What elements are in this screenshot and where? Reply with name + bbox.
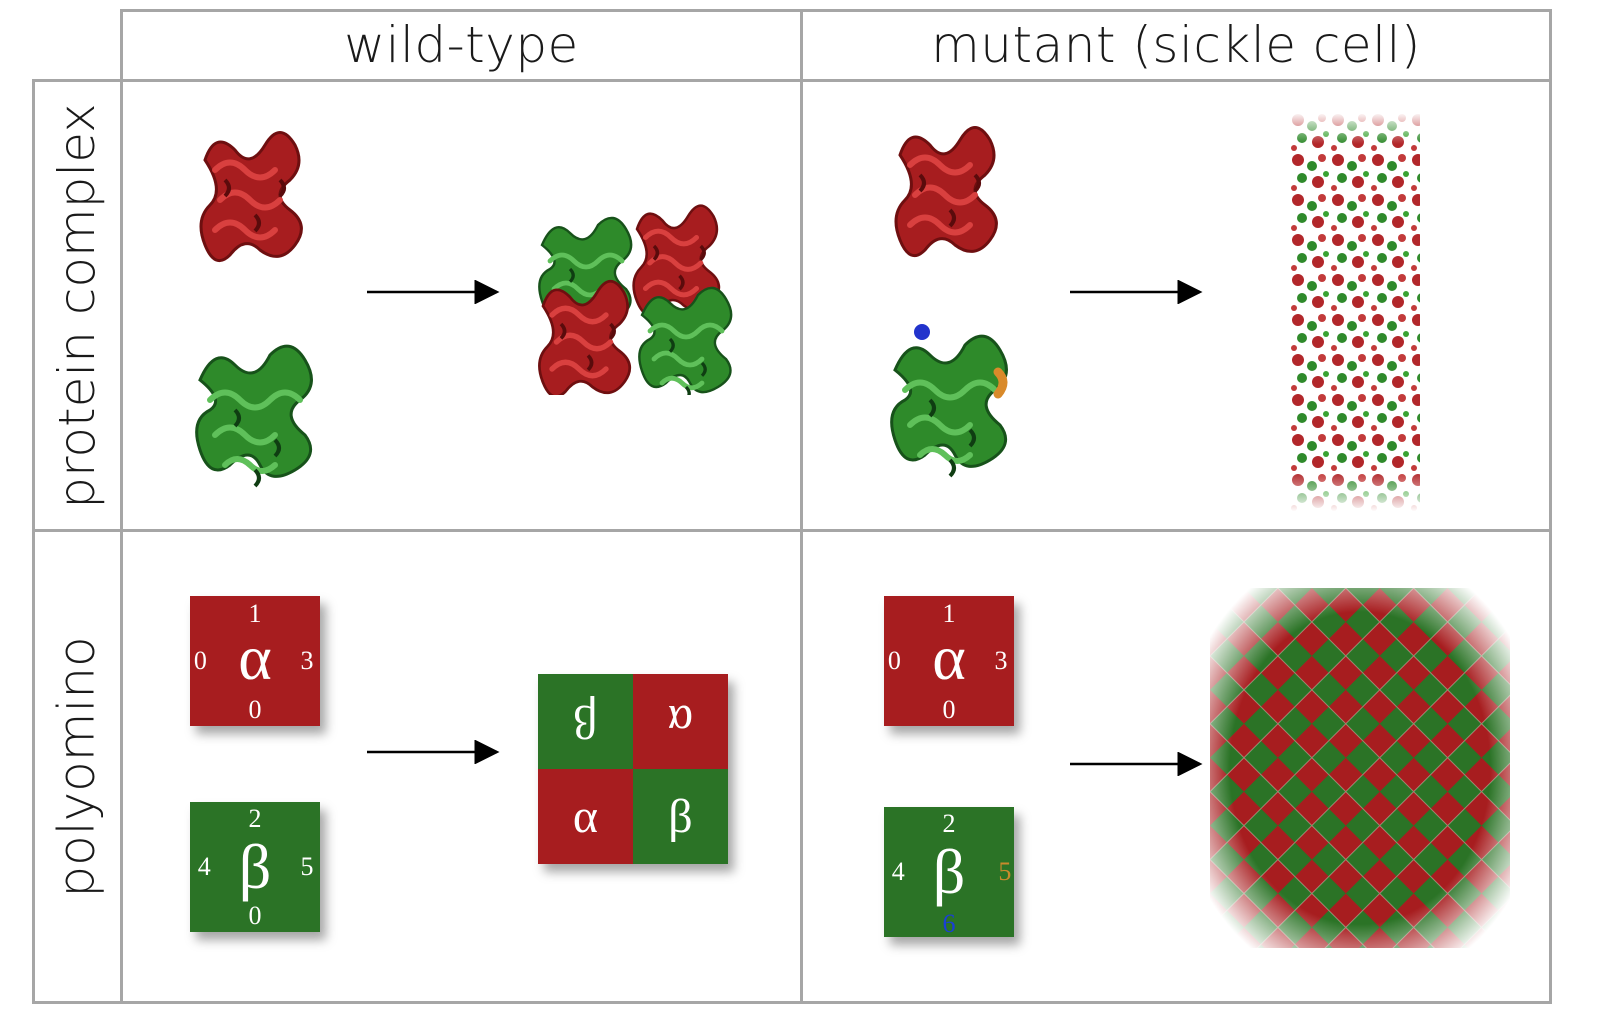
wild-type-alpha-tile: α 1 0 3 0 [190, 596, 320, 726]
grid-header-line [32, 79, 1552, 82]
wild-type-alpha-protein [175, 120, 325, 280]
tile-symbol: β [932, 836, 966, 907]
tile-label-bottom: 0 [942, 695, 956, 725]
grid-top-line [120, 9, 1552, 12]
grid-right-line [1549, 9, 1552, 1004]
wild-type-protein-tetramer [525, 195, 740, 395]
tile-label-top: 2 [942, 808, 956, 838]
row-header-polyomino: polyomino [32, 532, 122, 1001]
tile-label-bottom: 0 [248, 695, 262, 725]
complex-symbol: β [573, 695, 598, 748]
tile-label-left: 0 [193, 646, 207, 675]
column-header-mutant: mutant (sickle cell) [931, 16, 1421, 74]
grid-left-line [32, 79, 35, 1004]
complex-symbol: α [667, 695, 694, 748]
complex-symbol: α [572, 790, 599, 843]
row-label-polyomino: polyomino [48, 635, 106, 898]
mutant-beta-tile: β 2 4 5 6 [884, 807, 1014, 937]
complex-cell-bottom-left: α [538, 769, 633, 864]
tile-label-top: 1 [248, 599, 262, 629]
tile-label-top: 1 [942, 599, 956, 629]
row-header-protein-complex: protein complex [32, 82, 122, 529]
row-label-protein-complex: protein complex [48, 102, 106, 509]
complex-cell-bottom-right: β [633, 769, 728, 864]
wild-type-beta-tile: β 2 4 5 0 [190, 802, 320, 932]
tile-symbol: β [238, 831, 272, 902]
tile-symbol: α [932, 622, 966, 694]
wild-type-polyomino-arrow [367, 740, 500, 764]
grid-label-divider [120, 9, 123, 1004]
tile-label-left: 4 [891, 857, 905, 886]
tile-label-right: 3 [994, 646, 1008, 675]
mutant-beta-protein [875, 324, 1025, 495]
complex-cell-top-right: α [633, 674, 728, 769]
tile-label-bottom: 0 [248, 901, 262, 931]
mutant-alpha-protein [870, 115, 1020, 275]
mutant-alpha-tile: α 1 0 3 0 [884, 596, 1014, 726]
tile-label-left: 4 [197, 852, 211, 881]
tile-label-bottom-mutation: 6 [942, 909, 956, 938]
tile-label-right: 5 [300, 852, 314, 881]
wild-type-beta-protein [175, 330, 335, 505]
tile-label-right-mutation: 5 [998, 857, 1012, 886]
mutant-polyomino-lattice [1210, 588, 1510, 948]
mutant-protein-arrow [1070, 280, 1203, 304]
mutant-protein-fiber [1290, 112, 1420, 512]
wild-type-polyomino-complex: β α α β [538, 674, 728, 864]
tile-label-top: 2 [248, 803, 262, 833]
column-header-wild-type: wild-type [344, 16, 579, 74]
tile-symbol: α [238, 622, 272, 694]
wild-type-protein-arrow [367, 280, 500, 304]
grid-bottom-line [32, 1001, 1552, 1004]
mutant-polyomino-arrow [1070, 752, 1203, 776]
grid-column-divider [800, 9, 803, 1004]
tile-label-left: 0 [887, 646, 901, 675]
grid-middle-line [32, 529, 1552, 532]
tile-label-right: 3 [300, 646, 314, 675]
complex-symbol: β [668, 790, 693, 843]
complex-cell-top-left: β [538, 674, 633, 769]
